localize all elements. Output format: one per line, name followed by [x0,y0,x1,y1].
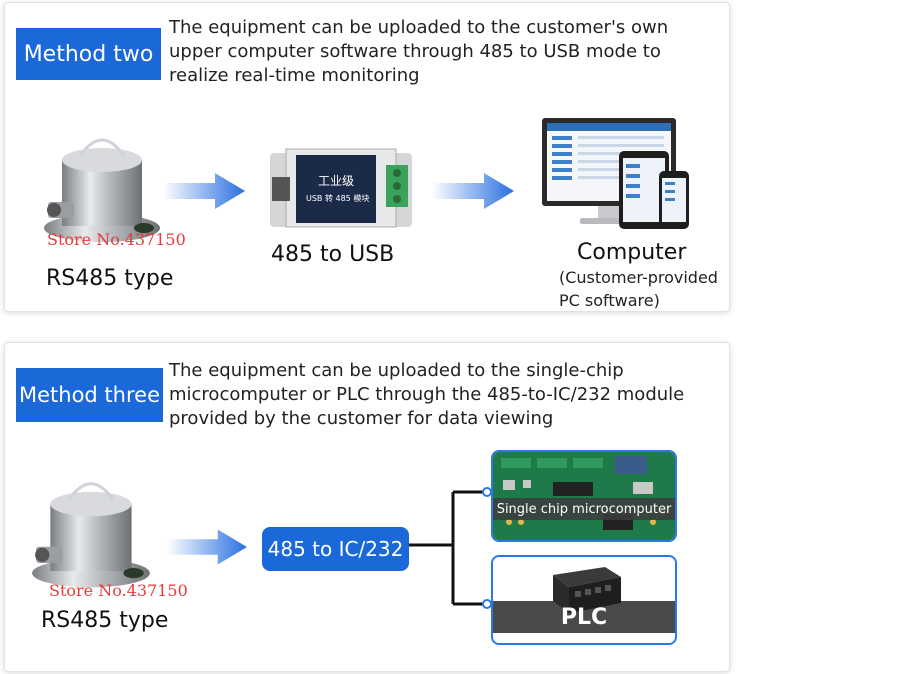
sensor-icon [40,130,170,245]
tablet-icon [618,150,670,230]
plc-option-label: PLC [560,605,608,630]
circuit-board-icon [493,452,675,540]
method-two-badge: Method two [16,28,161,80]
mcu-option-label: Single chip microcomputer [493,498,675,520]
arrow-right-icon [167,529,247,565]
sensor-icon [28,472,160,592]
arrow-right-icon [163,173,245,209]
watermark: Store No.437150 [49,581,188,600]
method-three-badge: Method three [16,368,163,422]
plc-module-icon [545,565,625,615]
method-two-description: The equipment can be uploaded to the cus… [169,17,669,86]
converter-chip-sub: USB 转 485 模块 [306,194,370,203]
phone-icon [658,170,690,230]
computer-label: Computer [577,240,687,265]
plc-option-card: PLC [491,555,677,645]
sensor-label: RS485 type [46,266,174,291]
module-485-ic232: 485 to IC/232 [262,527,409,571]
sensor-label: RS485 type [41,608,169,633]
method-three-description: The equipment can be uploaded to the sin… [169,360,685,429]
usb-converter-icon [268,143,414,233]
connector-lines [409,486,494,610]
arrow-right-icon [432,173,514,209]
watermark: Store No.437150 [47,230,186,249]
computer-note: (Customer-provided PC software) [559,268,718,310]
converter-label: 485 to USB [271,242,395,267]
mcu-option-card: Single chip microcomputer [491,450,677,542]
converter-chip-text: 工业级 [318,174,355,188]
